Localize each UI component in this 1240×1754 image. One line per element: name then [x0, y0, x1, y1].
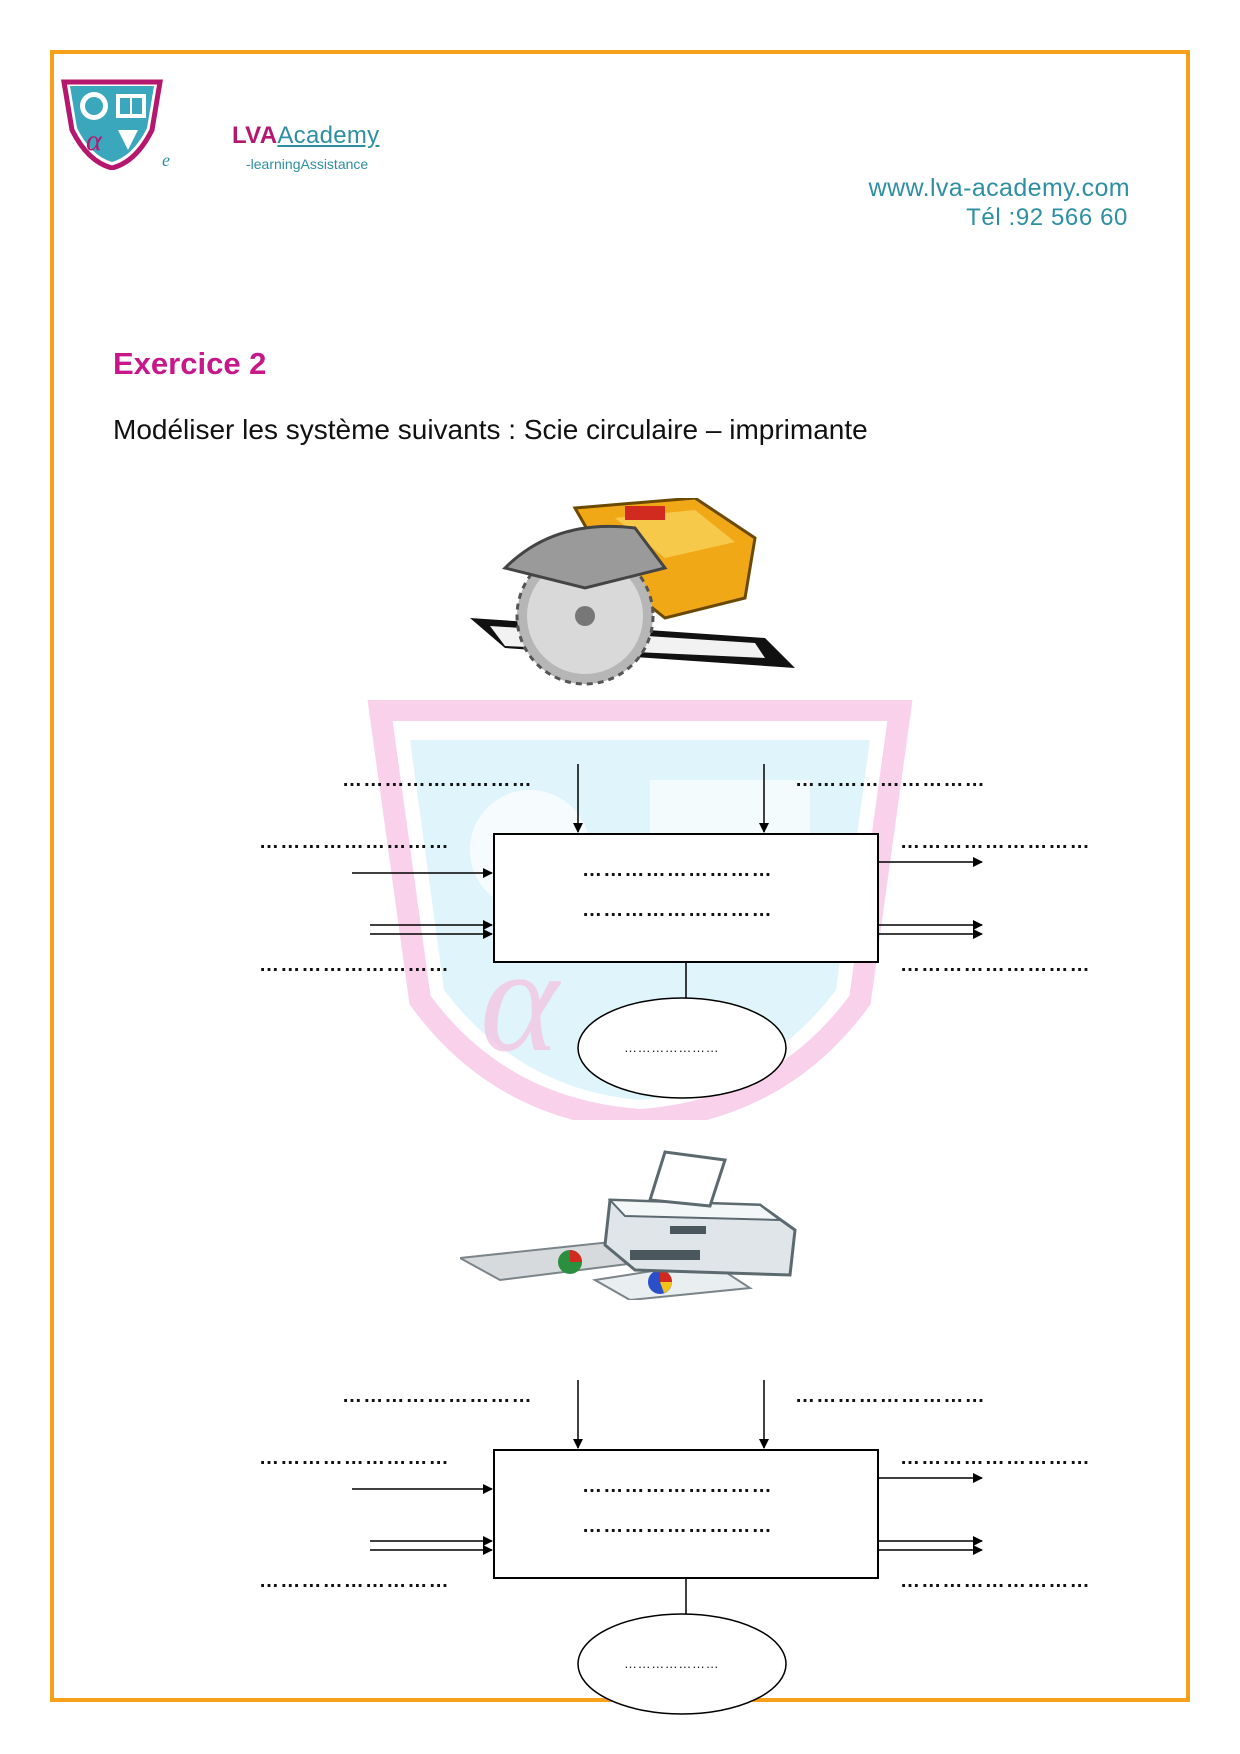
label-right-bottom: ………………………	[900, 1570, 1091, 1592]
label-left-bottom: ………………………	[259, 954, 450, 976]
exercise-title: Exercice 2	[113, 346, 267, 381]
circular-saw-image	[470, 498, 795, 686]
function-box	[493, 833, 879, 963]
label-left-top: ………………………	[259, 831, 450, 853]
svg-text:α: α	[86, 124, 103, 157]
brand-academy: Academy	[277, 122, 380, 149]
box-line-1: ………………………	[582, 859, 773, 881]
logo-letter: e	[162, 150, 170, 170]
label-left-bottom: ………………………	[259, 1570, 450, 1592]
brand-name: LVAAcademy	[232, 122, 380, 150]
diagram-lines	[352, 764, 983, 1099]
printer-image	[460, 1150, 797, 1300]
diagram-imprimante: ……………………… ……………………… ……………………… ……………………… …	[0, 1356, 1240, 1736]
label-right-top: ………………………	[900, 831, 1091, 853]
label-top-left: ………………………	[342, 769, 533, 791]
ellipse-label: …………………	[624, 1040, 720, 1055]
ellipse-label: …………………	[624, 1656, 720, 1671]
box-line-1: ………………………	[582, 1475, 773, 1497]
exercise-instruction: Modéliser les système suivants : Scie ci…	[113, 414, 868, 445]
label-top-left: ………………………	[342, 1385, 533, 1407]
box-line-2: ………………………	[582, 1515, 773, 1537]
box-line-2: ………………………	[582, 899, 773, 921]
diagram-lines	[352, 1380, 983, 1715]
function-box	[493, 1449, 879, 1579]
website-link[interactable]: www.lva-academy.com	[868, 174, 1130, 202]
support-ellipse	[577, 1613, 787, 1715]
brand-tagline: -learningAssistance	[246, 156, 369, 172]
support-ellipse	[577, 997, 787, 1099]
lva-shield-logo: α	[61, 79, 163, 170]
label-right-bottom: ………………………	[900, 954, 1091, 976]
label-top-right: ………………………	[795, 1385, 986, 1407]
label-top-right: ………………………	[795, 769, 986, 791]
phone-number: Tél :92 566 60	[966, 204, 1128, 231]
label-right-top: ………………………	[900, 1447, 1091, 1469]
brand-lva: LVA	[232, 122, 278, 149]
label-left-top: ………………………	[259, 1447, 450, 1469]
diagram-scie-circulaire: ……………………… ……………………… ……………………… ……………………… …	[0, 740, 1240, 1120]
